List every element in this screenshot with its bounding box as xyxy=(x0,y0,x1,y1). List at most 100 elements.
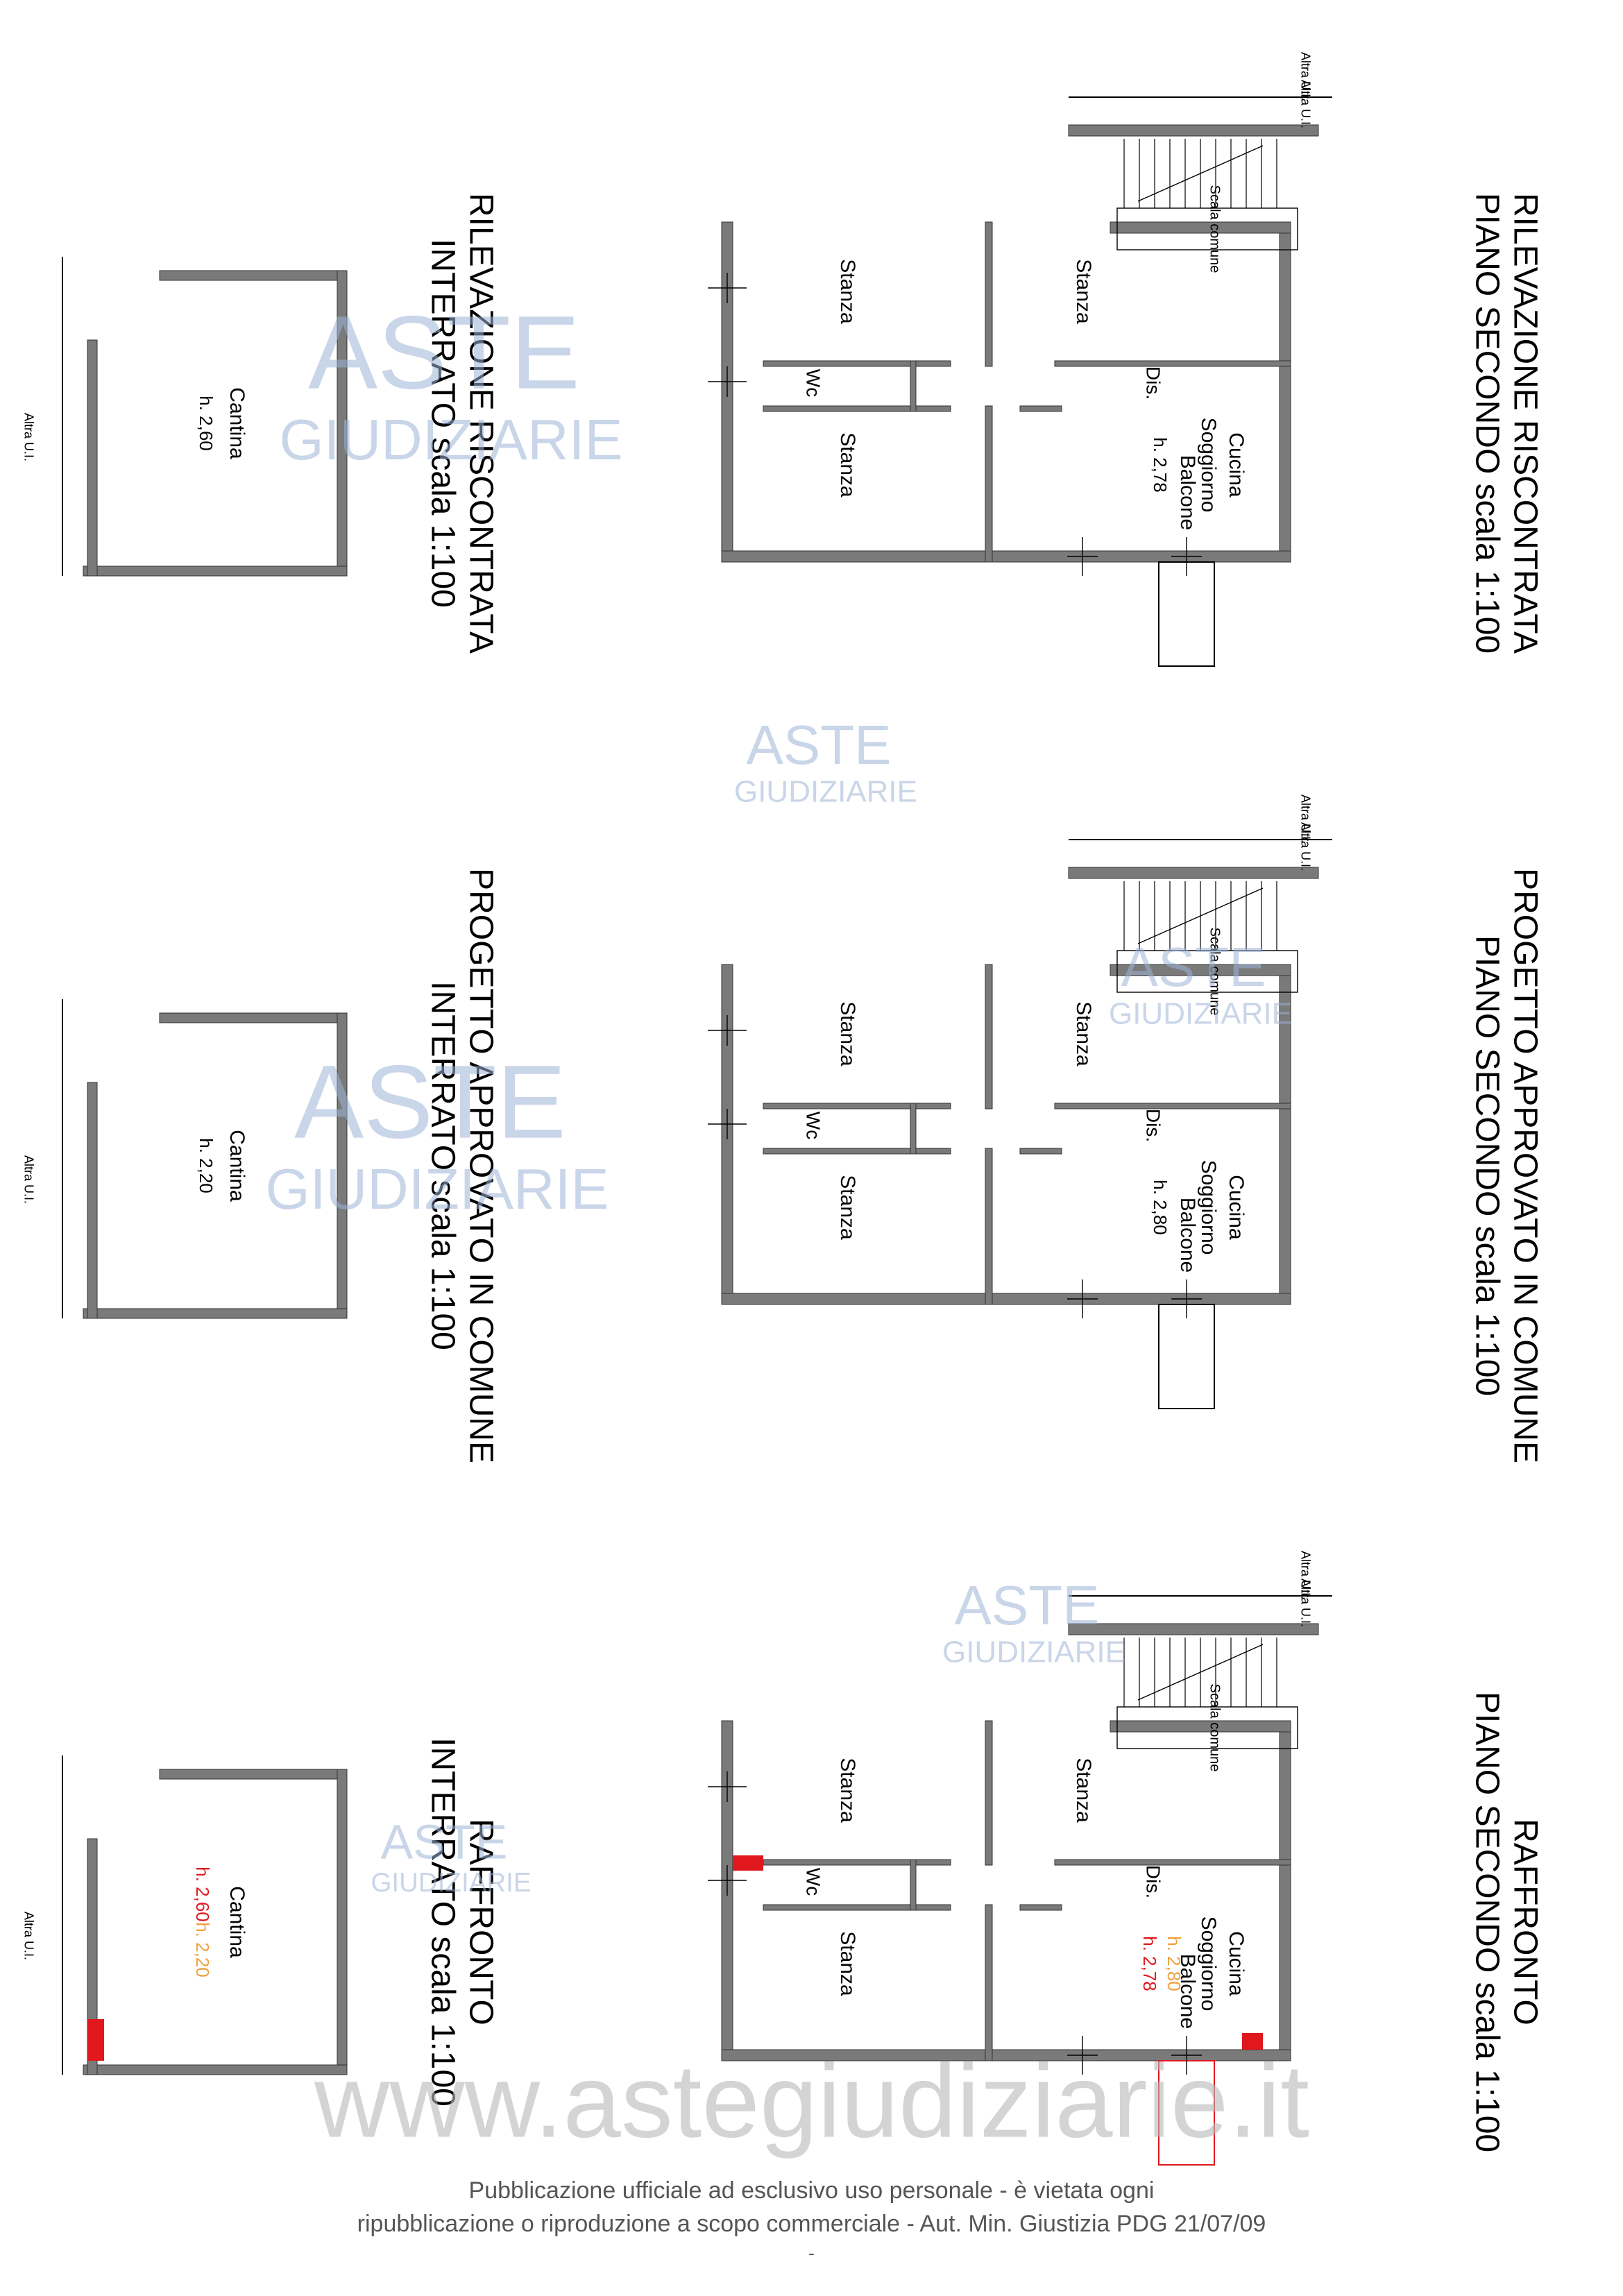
label-scala-comune: Scala comune xyxy=(1207,185,1223,273)
cantina-plan-raffronto: Cantina h. 2,60h. 2,20 Altra U.I. xyxy=(22,1755,348,2075)
balcony-outline xyxy=(1158,561,1215,667)
label-altra-ui: Altra U.I. xyxy=(22,413,35,461)
label-cucina: Cucina xyxy=(1225,1931,1248,1996)
label-stanza-2: Stanza xyxy=(836,259,859,324)
label-cantina-height-approved: h. 2,20 xyxy=(192,1922,213,1978)
label-height-approved: h. 2,80 xyxy=(1164,1936,1184,1991)
label-dis: Dis. xyxy=(1143,366,1164,400)
watermark-aste: ASTE xyxy=(955,1574,1100,1636)
footer-page-mark: - xyxy=(808,2243,815,2263)
label-altra-ui: Altra U.I. xyxy=(22,1155,35,1204)
label-wc: Wc xyxy=(803,1112,824,1139)
label-cantina: Cantina xyxy=(226,1886,248,1958)
watermark-giudiziarie: GIUDIZIARIE xyxy=(265,1157,609,1221)
label-balcone: Balcone xyxy=(1176,1198,1199,1273)
label-altra-ui-2: Altra U.I. xyxy=(1298,1579,1312,1627)
label-stanza-3: Stanza xyxy=(836,432,859,498)
title-interrato-line-1: RILEVAZIONE RISCONTRATA xyxy=(462,193,499,654)
demolition-mark xyxy=(1242,2033,1263,2050)
balcony-outline xyxy=(1158,1304,1215,1409)
label-altra-ui-1: Altra U.I. xyxy=(1298,52,1312,101)
label-wc: Wc xyxy=(803,1868,824,1896)
label-height: h. 2,78 xyxy=(1150,437,1171,493)
label-altra-ui-2: Altra U.I. xyxy=(1298,822,1312,871)
label-altra-ui-2: Altra U.I. xyxy=(1298,80,1312,128)
title-interrato-line-2: INTERRATO scala 1:100 xyxy=(424,239,461,608)
label-stanza-3: Stanza xyxy=(836,1931,859,1996)
label-cantina-height: h. 2,60 xyxy=(196,396,216,451)
title-piano-line-2: PIANO SECONDO scala 1:100 xyxy=(1468,935,1505,1396)
watermark-giudiziarie: GIUDIZIARIE xyxy=(1109,997,1292,1031)
label-cantina-height: h. 2,20 xyxy=(196,1138,216,1193)
label-cantina-height-surveyed: h. 2,60 xyxy=(192,1866,213,1922)
watermark-aste: ASTE xyxy=(747,714,892,776)
label-scala-comune: Scala comune xyxy=(1207,1684,1223,1772)
label-stanza-1: Stanza xyxy=(1072,259,1095,324)
label-stanza-2: Stanza xyxy=(836,1758,859,1823)
label-balcone: Balcone xyxy=(1176,455,1199,530)
watermark-giudiziarie: GIUDIZIARIE xyxy=(734,775,917,809)
label-cucina: Cucina xyxy=(1225,1175,1248,1240)
label-altra-ui: Altra U.I. xyxy=(22,1912,35,1960)
label-balcone: Balcone xyxy=(1176,1954,1199,2029)
title-interrato-line-2: INTERRATO scala 1:100 xyxy=(424,981,461,1350)
label-stanza-3: Stanza xyxy=(836,1175,859,1240)
cantina-plan-progetto: Cantina h. 2,20 Altra U.I. xyxy=(22,999,348,1319)
title-piano-line-2: PIANO SECONDO scala 1:100 xyxy=(1468,1692,1505,2152)
label-altra-ui-1: Altra U.I. xyxy=(1298,1551,1312,1599)
title-piano-line-1: RILEVAZIONE RISCONTRATA xyxy=(1506,193,1543,654)
watermark-url: www.astegiudiziarie.it xyxy=(314,2043,1309,2159)
label-height-surveyed: h. 2,78 xyxy=(1139,1936,1160,1991)
label-soggiorno: Soggiorno xyxy=(1197,1160,1220,1255)
cantina-plan-rilevazione: Cantina h. 2,60 Altra U.I. xyxy=(22,257,348,577)
title-piano-line-2: PIANO SECONDO scala 1:100 xyxy=(1468,193,1505,654)
label-cucina: Cucina xyxy=(1225,432,1248,498)
label-stanza-2: Stanza xyxy=(836,1001,859,1066)
watermark-giudiziarie: GIUDIZIARIE xyxy=(371,1868,531,1898)
watermark-aste: ASTE xyxy=(308,294,580,411)
watermark-aste: ASTE xyxy=(294,1044,566,1160)
watermark-giudiziarie: GIUDIZIARIE xyxy=(942,1635,1125,1669)
label-wc: Wc xyxy=(803,369,824,397)
watermark-aste: ASTE xyxy=(381,1814,508,1869)
label-cantina: Cantina xyxy=(226,387,248,459)
title-interrato-line-1: PROGETTO APPROVATO IN COMUNE xyxy=(462,868,499,1463)
footer-line-1: Pubblicazione ufficiale ad esclusivo uso… xyxy=(468,2177,1155,2204)
demolition-mark xyxy=(87,2019,104,2061)
demolition-mark xyxy=(733,1855,763,1871)
label-stanza-1: Stanza xyxy=(1072,1001,1095,1066)
label-stanza-1: Stanza xyxy=(1072,1758,1095,1823)
title-interrato-line-2: INTERRATO scala 1:100 xyxy=(424,1737,461,2107)
title-piano-line-1: RAFFRONTO xyxy=(1506,1819,1543,2025)
title-piano-line-1: PROGETTO APPROVATO IN COMUNE xyxy=(1506,868,1543,1463)
label-soggiorno: Soggiorno xyxy=(1197,418,1220,513)
watermark-giudiziarie: GIUDIZIARIE xyxy=(279,408,622,472)
footer-line-2: ripubblicazione o riproduzione a scopo c… xyxy=(357,2211,1266,2237)
label-dis: Dis. xyxy=(1143,1109,1164,1142)
label-dis: Dis. xyxy=(1143,1865,1164,1898)
title-interrato-line-1: RAFFRONTO xyxy=(462,1819,499,2025)
label-altra-ui-1: Altra U.I. xyxy=(1298,794,1312,843)
label-height: h. 2,80 xyxy=(1150,1180,1171,1235)
label-cantina: Cantina xyxy=(226,1130,248,1202)
label-soggiorno: Soggiorno xyxy=(1197,1916,1220,2012)
watermark-aste: ASTE xyxy=(1121,936,1266,998)
